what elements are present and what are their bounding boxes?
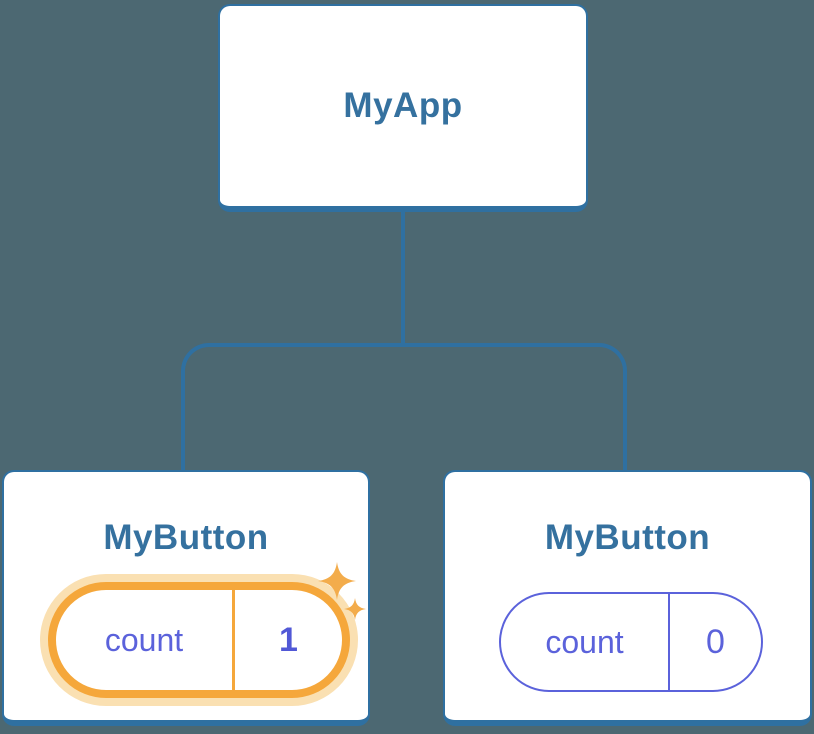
- state-key-label: count: [104, 621, 184, 658]
- child-node-label: MyButton: [103, 518, 269, 557]
- state-pill-highlighted: count 1: [48, 582, 350, 698]
- connector-bracket: [181, 343, 627, 470]
- sparkle-small-icon: [344, 598, 366, 620]
- root-node-card: MyApp: [218, 4, 588, 212]
- state-key-label: count: [545, 623, 624, 660]
- connector-stem: [401, 210, 405, 345]
- pill-divider: [668, 594, 670, 690]
- sparkle-large-icon: [318, 562, 356, 600]
- state-pill-plain: count 0: [499, 592, 763, 692]
- root-node-label: MyApp: [343, 86, 463, 125]
- child-node-card-right: MyButton count 0: [443, 470, 812, 726]
- child-node-label: MyButton: [544, 518, 711, 557]
- pill-divider: [232, 590, 235, 690]
- state-value: 1: [279, 620, 298, 659]
- state-value: 0: [706, 622, 725, 661]
- child-node-card-left: MyButton count 1: [2, 470, 370, 726]
